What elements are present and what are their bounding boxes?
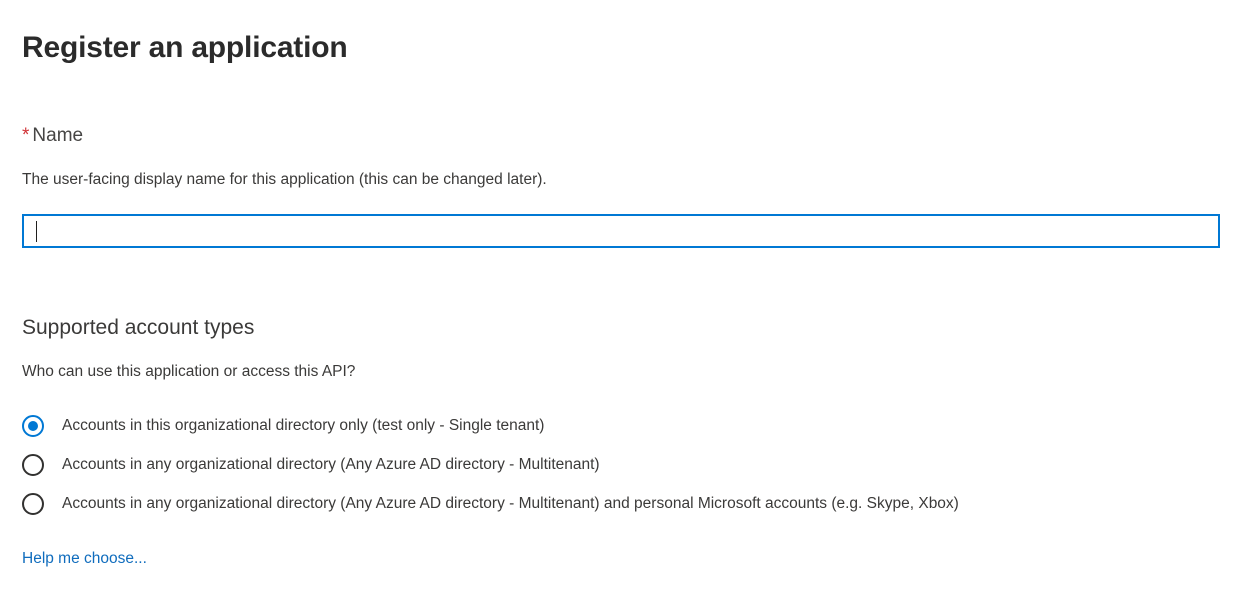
supported-account-types-radio-group: Accounts in this organizational director…: [22, 406, 1232, 523]
text-caret: [36, 221, 37, 242]
page-title: Register an application: [22, 31, 348, 65]
radio-option-single-tenant[interactable]: Accounts in this organizational director…: [22, 406, 1232, 445]
radio-selected-icon: [22, 414, 44, 437]
supported-account-types-description: Who can use this application or access t…: [22, 363, 356, 380]
radio-option-multitenant-and-personal[interactable]: Accounts in any organizational directory…: [22, 484, 1232, 523]
radio-option-label: Accounts in any organizational directory…: [62, 494, 959, 512]
name-input[interactable]: [22, 214, 1220, 248]
radio-option-multitenant[interactable]: Accounts in any organizational directory…: [22, 445, 1232, 484]
supported-account-types-heading: Supported account types: [22, 316, 255, 339]
radio-unselected-icon: [22, 492, 44, 515]
required-asterisk: *: [22, 125, 30, 146]
name-field-label: *Name: [22, 123, 83, 149]
radio-option-label: Accounts in any organizational directory…: [62, 455, 600, 473]
help-me-choose-link[interactable]: Help me choose...: [22, 550, 147, 567]
radio-unselected-icon: [22, 453, 44, 476]
name-field-description: The user-facing display name for this ap…: [22, 171, 547, 188]
radio-option-label: Accounts in this organizational director…: [62, 416, 545, 434]
name-label-text: Name: [32, 125, 84, 146]
